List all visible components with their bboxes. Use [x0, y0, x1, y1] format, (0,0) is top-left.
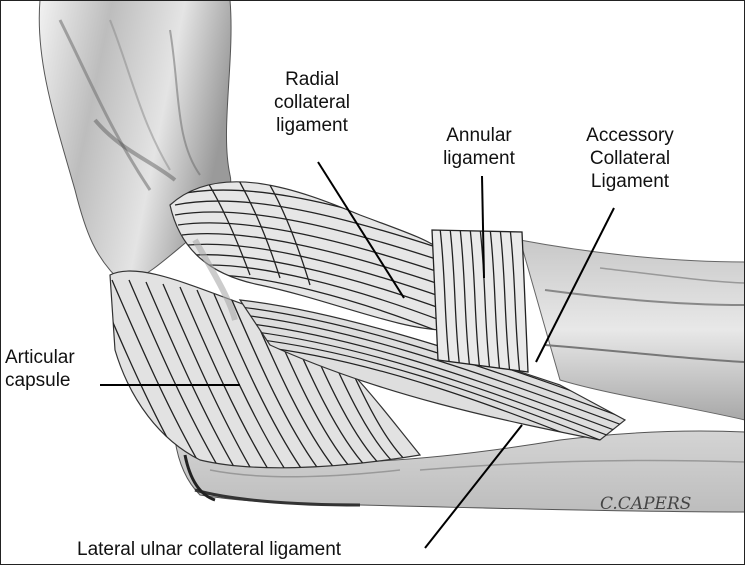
radial-leader-line [317, 161, 405, 299]
lateral-ulnar-leader-line [424, 424, 523, 549]
accessory-collateral-ligament-label: Accessory Collateral Ligament [586, 125, 674, 192]
radial-collateral-ligament-label: Radial collateral ligament [273, 69, 351, 136]
annular-leader-line [481, 175, 485, 279]
artist-signature: C.CAPERS [600, 494, 692, 514]
accessory-leader-line [535, 207, 615, 363]
annular-ligament-label: Annular ligament [443, 125, 515, 169]
articular-capsule-label: Articular capsule [5, 347, 75, 391]
lateral-ulnar-collateral-ligament-label: Lateral ulnar collateral ligament [77, 539, 342, 560]
